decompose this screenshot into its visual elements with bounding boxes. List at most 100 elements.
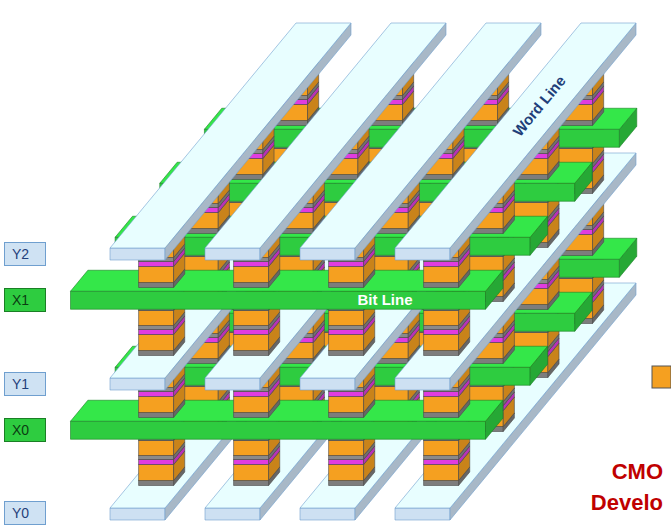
bit-line-tag: X1 [4,288,46,312]
memory-cell-layer-front [139,441,174,456]
memory-cell-layer-front [424,441,459,456]
memory-cell-layer-front [234,267,269,283]
word-line-bar-front [205,248,260,260]
memory-cell-layer-front [424,283,459,288]
memory-cell-layer-front [139,311,174,326]
word-line-bar-front [110,508,165,520]
memory-cell-layer-front [329,267,364,283]
memory-cell-layer-front [424,481,459,486]
memory-cell-layer-front [424,397,459,413]
memory-cell-layer-front [424,330,459,335]
memory-cell-layer-front [234,481,269,486]
memory-cell-layer-front [139,456,174,460]
memory-cell-layer-front [513,333,548,348]
bit-line-bar-front [71,421,486,439]
word-line-bar-side [450,23,636,260]
tag-text: X0 [12,421,38,439]
memory-cell-layer-front [234,283,269,288]
caption-fragment: Develo [591,491,663,515]
word-line-bar-front [300,378,355,390]
memory-cell-layer-front [234,441,269,456]
word-line-bar-top [395,23,636,248]
bit-line-tag: X0 [4,418,46,442]
memory-cell-layer-front [139,330,174,335]
memory-cell-layer-front [329,481,364,486]
word-line-tag: Y0 [4,501,46,525]
memory-cell-layer-front [424,262,459,267]
memory-cell-layer-front [513,203,548,218]
memory-cell-layer-front [139,262,174,267]
memory-cell-layer-front [558,279,593,294]
memory-cell-layer-front [234,392,269,397]
memory-cell-layer-front [139,335,174,351]
memory-cell-layer-front [424,326,459,330]
memory-cell-layer-front [329,465,364,481]
memory-cell-layer-front [329,351,364,356]
memory-cell-layer-front [329,392,364,397]
word-line-bar-front [110,378,165,390]
word-line-bar-front [205,378,260,390]
memory-cell-layer-front [329,335,364,351]
memory-cell-layer-front [329,397,364,413]
word-line-tag: Y2 [4,242,46,266]
word-line-bar-front [110,248,165,260]
memory-cell-layer-front [424,392,459,397]
memory-cell-layer-front [139,326,174,330]
word-line-bar-front [395,248,450,260]
memory-cell-layer-front [329,330,364,335]
memory-cell-layer-front [139,283,174,288]
memory-cell-layer-front [424,311,459,326]
bit-line-bar-front [71,291,486,309]
memory-cell-layer-front [234,351,269,356]
memory-cell-layer-front [234,335,269,351]
tag-text: Y0 [12,504,38,522]
caption-fragment: CMO [612,460,663,484]
legend-swatch-fragment [652,366,671,388]
memory-cell-layer-front [139,465,174,481]
word-line-tag: Y1 [4,372,46,396]
memory-cell-layer-front [329,413,364,418]
memory-cell-layer-front [234,456,269,460]
memory-cell-layer-front [329,262,364,267]
memory-cell-layer-front [468,387,503,402]
tag-text: Y1 [12,375,38,393]
memory-cell-layer-front [424,465,459,481]
memory-cell-layer-front [329,456,364,460]
word-line-bar-front [395,508,450,520]
memory-cell-layer-front [424,267,459,283]
word-line-bar-front [300,248,355,260]
word-line-bar-front [300,508,355,520]
word-line-bar-front [395,378,450,390]
memory-cell-layer-front [424,351,459,356]
memory-cell-layer-front [139,460,174,465]
memory-cell-layer-front [234,413,269,418]
memory-cell-layer-front [329,441,364,456]
memory-cell-layer-front [424,335,459,351]
memory-cell-layer-front [234,460,269,465]
memory-cell-layer-front [234,326,269,330]
memory-cell-layer-front [234,311,269,326]
tag-text: Y2 [12,245,38,263]
memory-cell-layer-front [329,326,364,330]
memory-cell-layer-front [234,397,269,413]
memory-cell-layer-front [558,149,593,164]
memory-cell-layer-front [424,460,459,465]
memory-cell-layer-front [139,392,174,397]
memory-cell-layer-front [139,413,174,418]
memory-cell-layer-front [424,456,459,460]
word-line-bar-front [205,508,260,520]
memory-cell-layer-front [234,262,269,267]
memory-cell-layer-front [139,351,174,356]
memory-cell-layer-front [139,397,174,413]
memory-cell-layer-front [234,465,269,481]
memory-cell-layer-front [424,413,459,418]
memory-cell-layer-front [234,330,269,335]
memory-cell-layer-front [139,267,174,283]
bit-line-label: Bit Line [358,292,413,309]
memory-cell-layer-front [468,257,503,272]
tag-text: X1 [12,291,38,309]
memory-cell-layer-front [329,460,364,465]
memory-cell-layer-front [329,311,364,326]
